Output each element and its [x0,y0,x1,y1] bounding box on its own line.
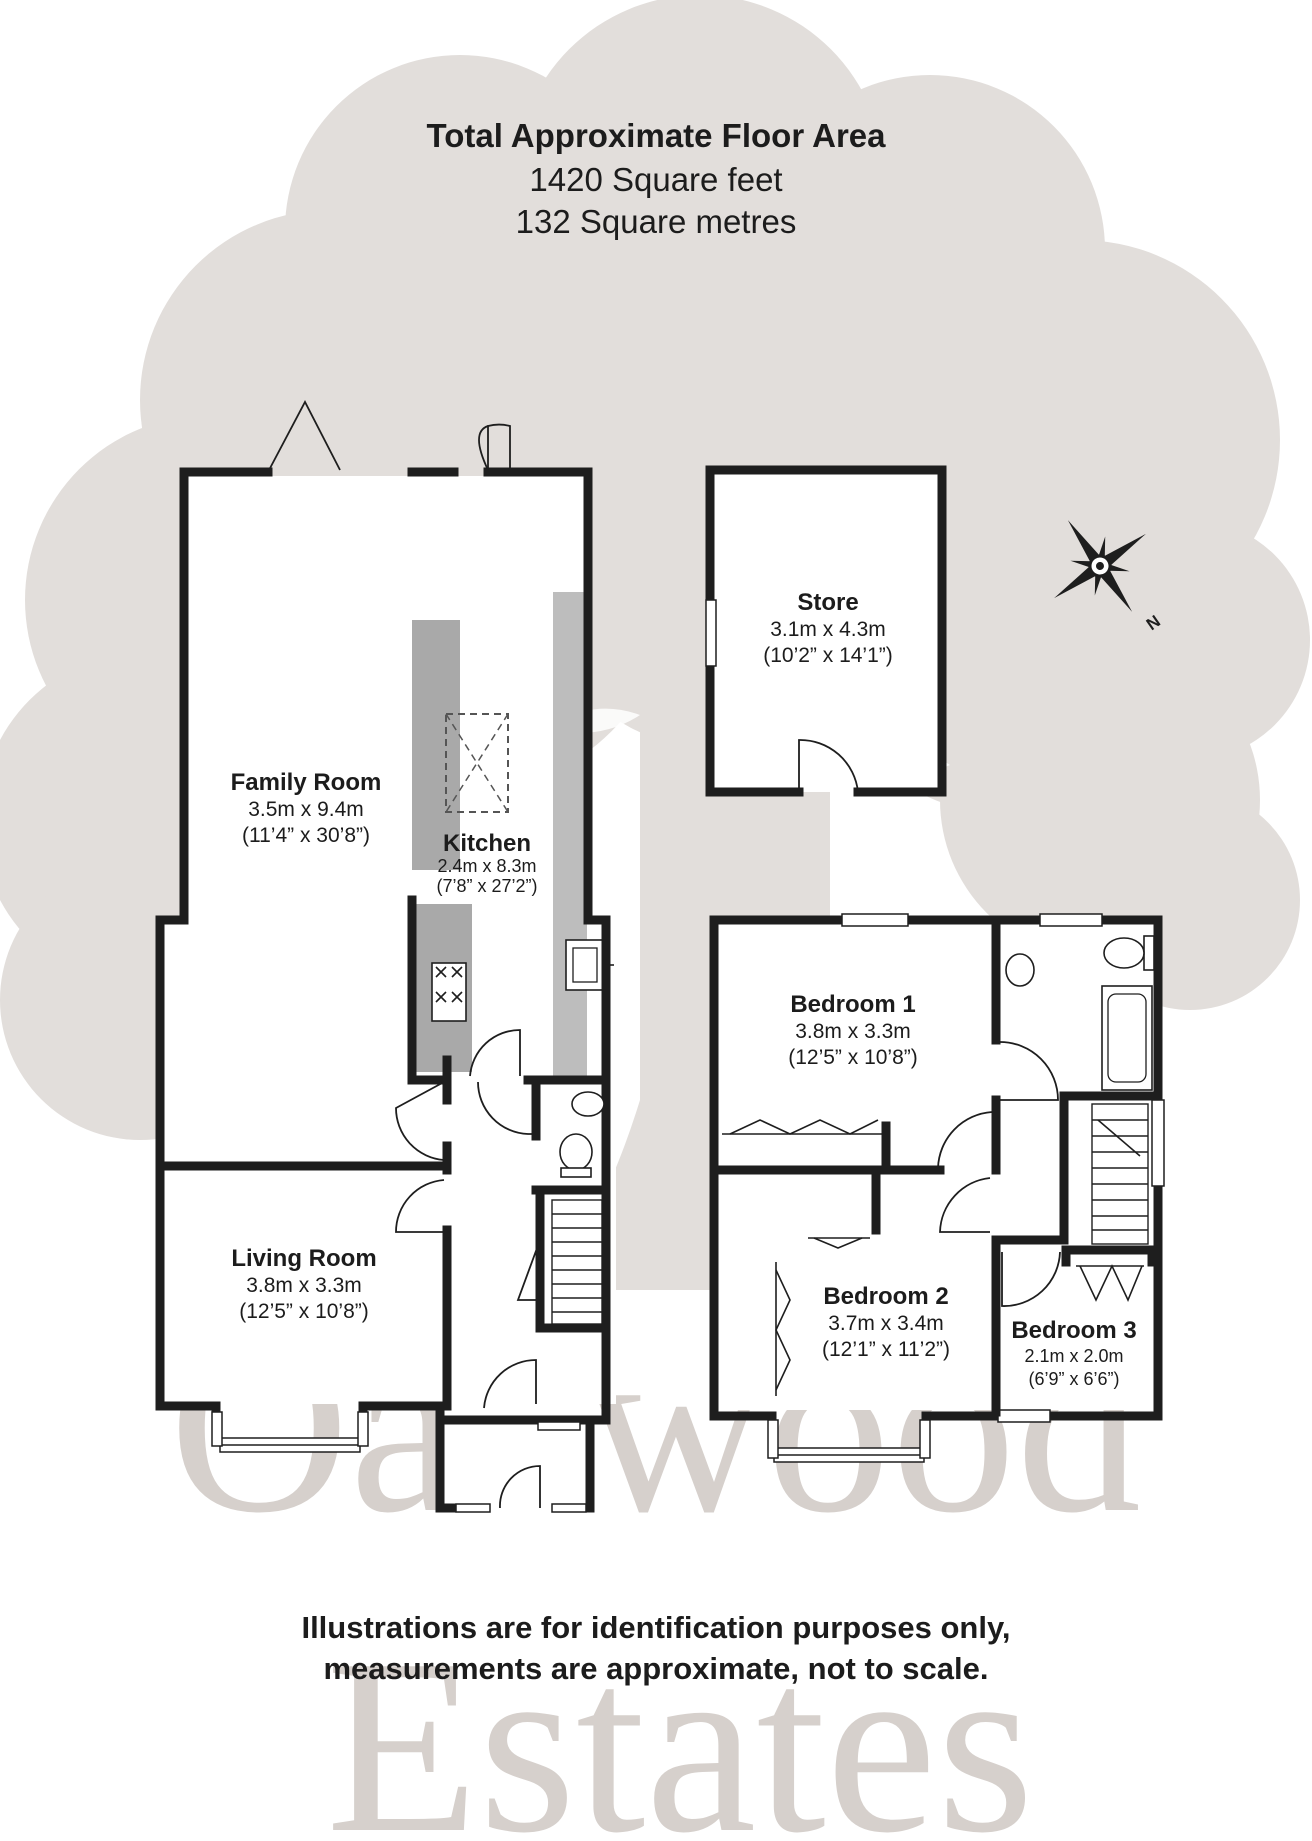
living-room-name: Living Room [231,1245,376,1272]
compass-icon [1054,520,1146,612]
hob-icon [431,962,467,1022]
store-building [705,465,947,797]
bedroom-1-name: Bedroom 1 [790,991,915,1018]
store-metric: 3.1m x 4.3m [770,618,886,641]
living-room-metric: 3.8m x 3.3m [246,1274,362,1297]
skylight [445,713,509,813]
bedroom-1-imperial: (12’5” x 10’8”) [788,1046,918,1069]
store-imperial: (10’2” x 14’1”) [763,644,893,667]
bedroom-3-imperial: (6’9” x 6’6”) [1028,1369,1119,1389]
ground-floor [155,400,616,1514]
bathroom-wc-icon [1103,935,1155,971]
wc-icon [559,1133,593,1178]
family-room-name: Family Room [231,769,382,796]
first-floor [709,913,1165,1463]
family-room-imperial: (11’4” x 30’8”) [242,824,370,847]
kitchen-metric: 2.4m x 8.3m [437,856,536,876]
bedroom-2-metric: 3.7m x 3.4m [828,1312,944,1335]
kitchen-name: Kitchen [443,830,531,857]
kitchen-island [412,620,460,870]
kitchen-worktop [553,592,587,1080]
bedroom-3-metric: 2.1m x 2.0m [1024,1346,1123,1366]
bedroom-3-name: Bedroom 3 [1011,1317,1136,1344]
disclaimer-line-2: measurements are approximate, not to sca… [323,1651,988,1686]
store-name: Store [797,589,858,616]
bedroom-2-imperial: (12’1” x 11’2”) [822,1338,950,1361]
area-title: Total Approximate Floor Area [426,117,886,154]
basin-icon [1005,953,1035,987]
area-sqm: 132 Square metres [516,203,797,240]
watermark-line-2: Estates [326,1608,1034,1841]
living-room-imperial: (12’5” x 10’8”) [239,1300,369,1323]
family-room-metric: 3.5m x 9.4m [248,798,364,821]
first-floor-stairs [1091,1103,1149,1245]
area-sqft: 1420 Square feet [529,161,782,198]
bedroom-1-metric: 3.8m x 3.3m [795,1020,911,1043]
bath-icon [1101,985,1153,1091]
kitchen-imperial: (7’8” x 27’2”) [436,876,537,896]
ground-stairs [551,1199,603,1325]
bedroom-2-name: Bedroom 2 [823,1283,948,1310]
disclaimer-line-1: Illustrations are for identification pur… [301,1610,1010,1645]
